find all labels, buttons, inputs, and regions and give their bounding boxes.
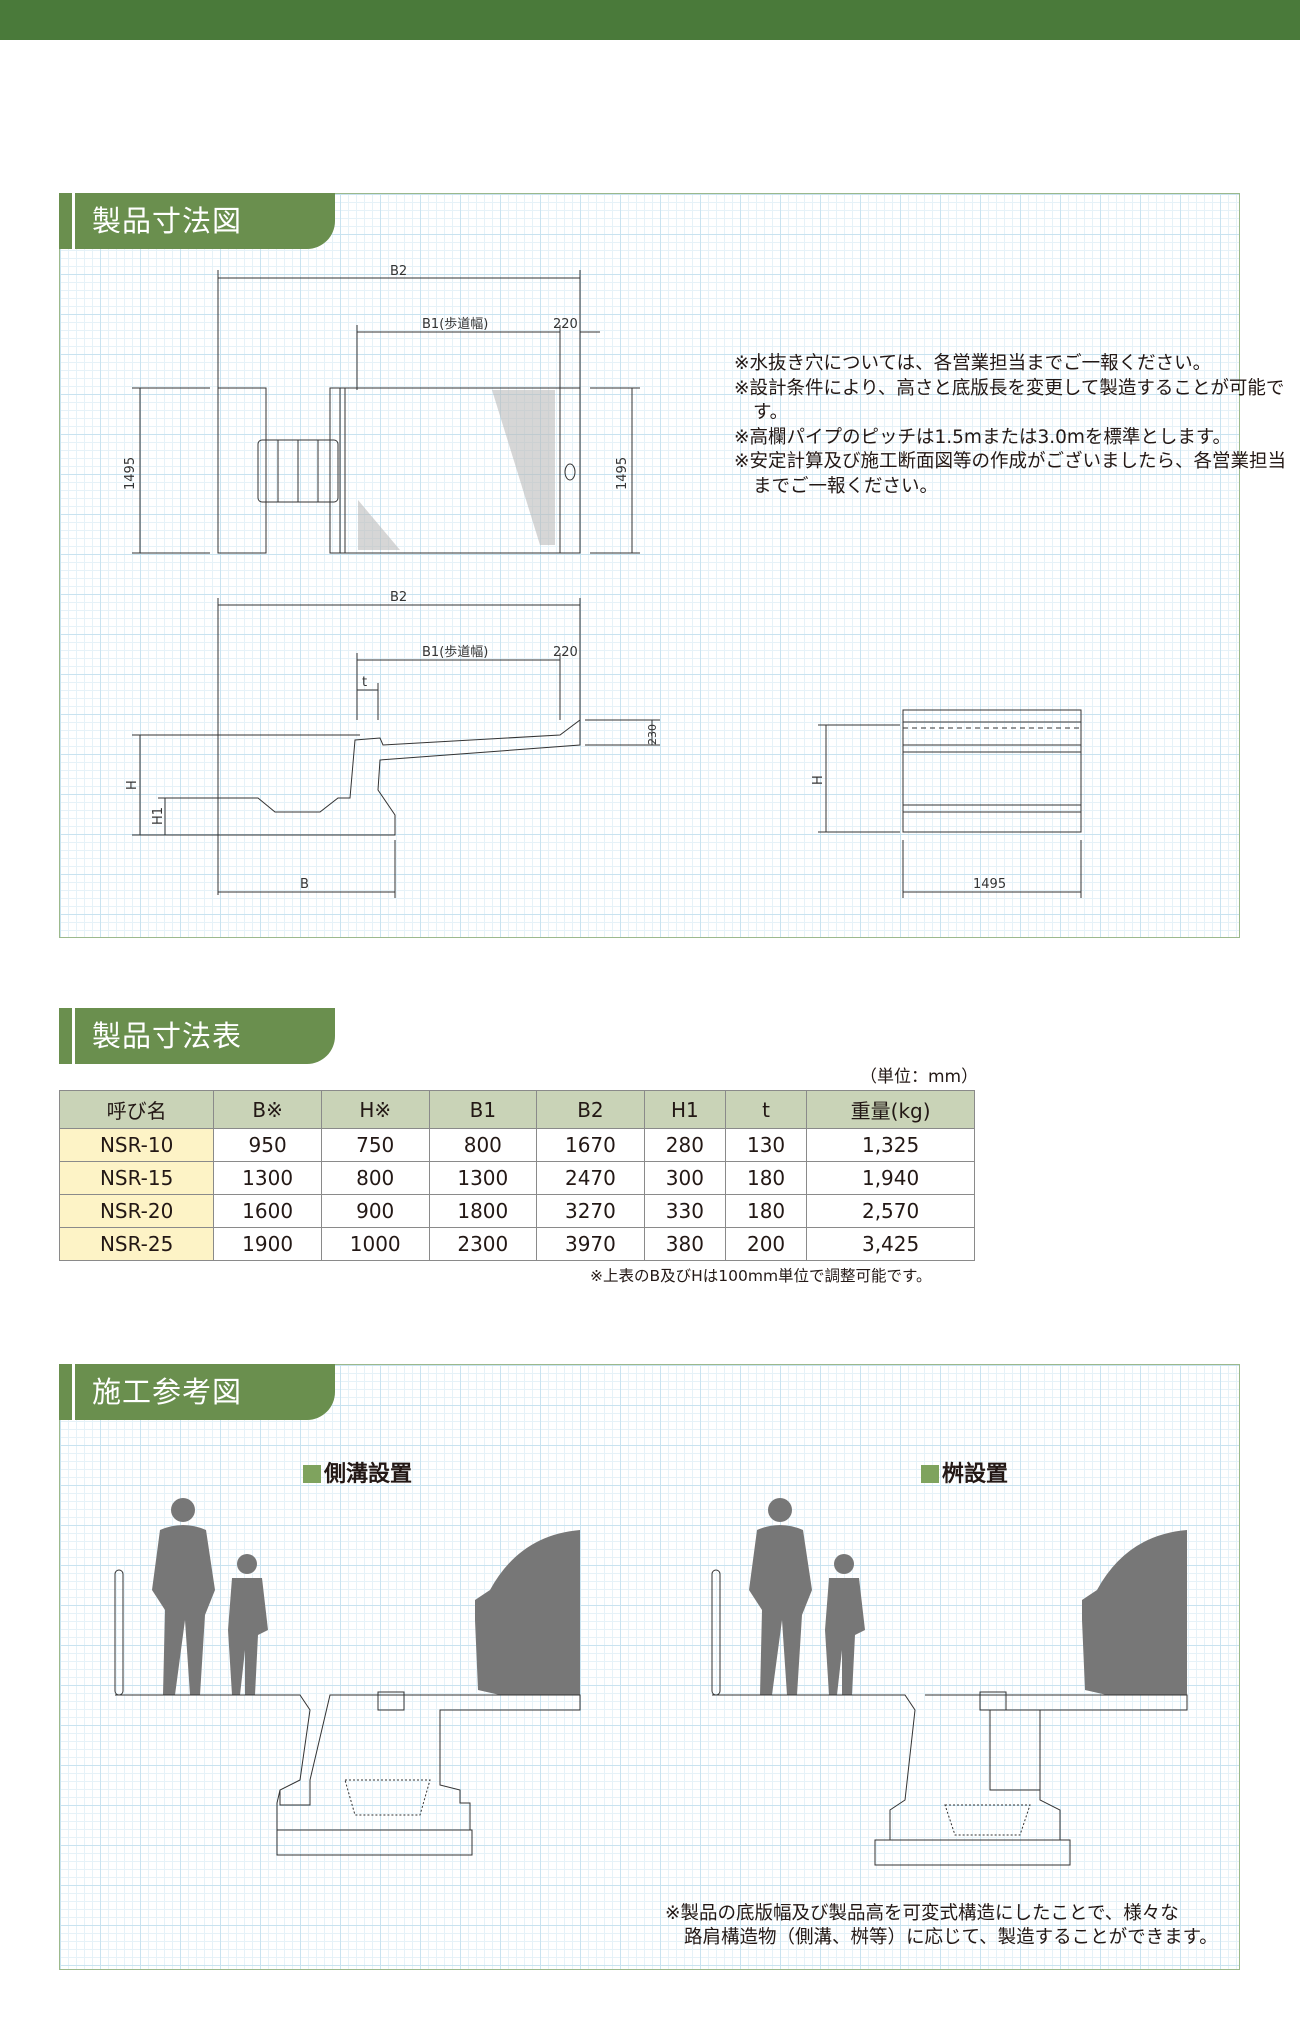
cell: NSR-10 xyxy=(58,1128,215,1162)
col-header: B1 xyxy=(428,1090,538,1129)
col-header: H1 xyxy=(643,1090,726,1129)
label-b: B xyxy=(300,877,309,892)
note: ※安定計算及び施工断面図等の作成がございましたら、各営業担当までご一報ください。 xyxy=(734,451,1287,497)
drawing-frame xyxy=(59,193,1240,938)
label-h: H xyxy=(125,780,140,790)
cell: 1300 xyxy=(213,1161,322,1195)
label-catch-basin: 桝設置 xyxy=(921,1456,1008,1488)
cell: 800 xyxy=(428,1128,538,1162)
cell: 200 xyxy=(724,1227,808,1261)
label-h1: H1 xyxy=(151,807,166,825)
label-1495-left: 1495 xyxy=(123,457,138,490)
cell: 950 xyxy=(213,1128,322,1162)
note-line: ※製品の底版幅及び製品高を可変式構造にしたことで、様々な xyxy=(665,1903,1179,1924)
cell: 180 xyxy=(724,1194,808,1228)
cell: 1800 xyxy=(428,1194,538,1228)
col-header: 呼び名 xyxy=(58,1090,215,1129)
label-230: 230 xyxy=(646,724,659,745)
label-catch-basin-text: 桝設置 xyxy=(942,1462,1009,1487)
label-side-ditch: 側溝設置 xyxy=(303,1456,412,1488)
cell: 2300 xyxy=(428,1227,538,1261)
catch-basin-illustration xyxy=(711,1498,1188,1866)
col-header: 重量(kg) xyxy=(806,1090,975,1129)
cell: 300 xyxy=(643,1161,726,1195)
cell: 900 xyxy=(320,1194,430,1228)
cell: NSR-15 xyxy=(58,1161,215,1195)
cell: NSR-20 xyxy=(58,1194,215,1228)
label-side-ditch-text: 側溝設置 xyxy=(324,1462,413,1487)
cell: 1670 xyxy=(536,1128,645,1162)
section-title-construction: 施工参考図 xyxy=(59,1364,335,1420)
cell: 330 xyxy=(643,1194,726,1228)
section-title-drawing: 製品寸法図 xyxy=(59,193,335,249)
cell: 3970 xyxy=(536,1227,645,1261)
note-line: 路肩構造物（側溝、桝等）に応じて、製造することができます。 xyxy=(684,1927,1218,1948)
note: ※高欄パイプのピッチは1.5mまたは3.0mを標準とします。 xyxy=(734,426,1232,448)
cell: 1000 xyxy=(320,1227,430,1261)
cell: 130 xyxy=(724,1128,808,1162)
note: ※設計条件により、高さと底版長を変更して製造することが可能です。 xyxy=(734,377,1285,424)
construction-frame xyxy=(59,1364,1240,1970)
label-t: t xyxy=(362,675,367,690)
table-footnote: ※上表のB及びHは100mm単位で調整可能です。 xyxy=(590,1267,932,1285)
drawing-notes: ※水抜き穴については、各営業担当までご一報ください。 ※設計条件により、高さと底… xyxy=(734,352,1300,499)
col-header: t xyxy=(724,1090,808,1129)
label-b2-section: B2 xyxy=(390,590,407,605)
label-1495-elev: 1495 xyxy=(973,877,1006,892)
cell: 1,325 xyxy=(806,1128,975,1162)
note: ※水抜き穴については、各営業担当までご一報ください。 xyxy=(734,353,1212,374)
cell: 3270 xyxy=(536,1194,645,1228)
label-b1-section: B1(歩道幅) xyxy=(422,645,488,660)
section-title-table: 製品寸法表 xyxy=(59,1008,335,1064)
plan-drawing: B2 B1(歩道幅) 220 1495 1495 B2 B1(歩道幅) 220 … xyxy=(123,264,1082,898)
label-h-elev: H xyxy=(811,775,826,785)
top-banner xyxy=(0,0,1300,40)
label-220-section: 220 xyxy=(553,645,578,660)
cell: 2470 xyxy=(536,1161,645,1195)
label-b2: B2 xyxy=(390,264,407,279)
construction-note: ※製品の底版幅及び製品高を可変式構造にしたことで、様々な 路肩構造物（側溝、桝等… xyxy=(665,1902,1218,1950)
col-header: B※ xyxy=(213,1090,322,1129)
label-220: 220 xyxy=(553,317,578,332)
cell: 180 xyxy=(724,1161,808,1195)
cell: 1600 xyxy=(213,1194,322,1228)
col-header: B2 xyxy=(536,1090,645,1129)
label-1495-right: 1495 xyxy=(615,457,630,490)
cell: 3,425 xyxy=(806,1227,975,1261)
label-b1: B1(歩道幅) xyxy=(422,317,488,332)
cell: 280 xyxy=(643,1128,726,1162)
cell: 1300 xyxy=(428,1161,538,1195)
col-header: H※ xyxy=(320,1090,430,1129)
table-header-row: 呼び名 B※ H※ B1 B2 H1 t 重量(kg) xyxy=(58,1090,975,1129)
side-ditch-illustration xyxy=(114,1498,581,1856)
cell: 1900 xyxy=(213,1227,322,1261)
cell: 2,570 xyxy=(806,1194,975,1228)
construction-illustrations xyxy=(114,1498,1188,1866)
cell: 380 xyxy=(643,1227,726,1261)
unit-label: （単位：mm） xyxy=(860,1067,979,1087)
cell: 1,940 xyxy=(806,1161,975,1195)
cell: 800 xyxy=(320,1161,430,1195)
cell: NSR-25 xyxy=(58,1227,215,1261)
cell: 750 xyxy=(320,1128,430,1162)
